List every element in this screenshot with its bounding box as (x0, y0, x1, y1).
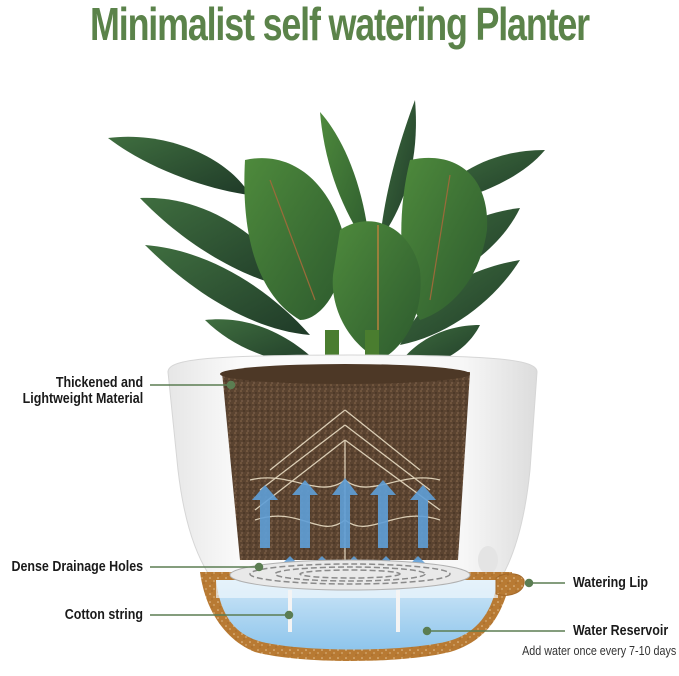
callout-lines (150, 380, 565, 636)
callout-water-reservoir: Water Reservoir (573, 623, 669, 639)
callout-cotton: Cotton string (64, 607, 143, 623)
callout-drainage: Dense Drainage Holes (11, 559, 143, 575)
plant-leaves (108, 100, 545, 370)
page-title: Minimalist self watering Planter (90, 0, 590, 50)
callout-material-line1: Thickened and (55, 375, 144, 391)
callout-material: Thickened and Lightweight Material (22, 375, 143, 407)
drainage-plate (229, 559, 471, 591)
callout-reservoir-note: Add water once every 7-10 days (521, 644, 676, 658)
callout-material-line2: Lightweight Material (22, 391, 143, 407)
callout-watering-lip: Watering Lip (573, 575, 649, 591)
